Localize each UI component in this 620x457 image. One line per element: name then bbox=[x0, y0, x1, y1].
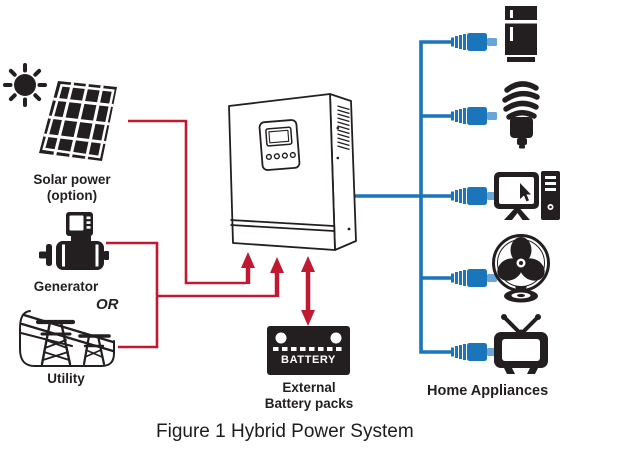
inverter-input-arrow-solar bbox=[241, 252, 255, 284]
solar-power-label-line1: Solar power bbox=[33, 172, 111, 187]
generator-icon bbox=[39, 212, 109, 270]
plug-icon bbox=[451, 107, 497, 125]
figure-caption: Figure 1 Hybrid Power System bbox=[156, 421, 414, 442]
solar-power-label: Solar power (option) bbox=[18, 172, 126, 204]
plug-icon bbox=[451, 33, 497, 51]
inverter-control-panel bbox=[258, 119, 301, 171]
tv-icon bbox=[494, 314, 548, 374]
battery-link-arrow bbox=[301, 256, 315, 326]
external-battery-label-line2: Battery packs bbox=[264, 396, 354, 411]
external-battery-label-line1: External bbox=[282, 380, 336, 395]
plug-icon bbox=[451, 269, 497, 287]
generator-utility-ac-line bbox=[106, 241, 275, 349]
solar-dc-line bbox=[128, 119, 246, 285]
solar-power-label-line2: (option) bbox=[46, 188, 98, 203]
battery-badge: BATTERY bbox=[281, 354, 336, 366]
solar-panel-icon bbox=[39, 81, 117, 161]
home-appliances-label: Home Appliances bbox=[427, 383, 549, 399]
plug-icon bbox=[451, 187, 497, 205]
inverter-illustration bbox=[228, 93, 357, 251]
sun-icon bbox=[3, 63, 47, 107]
plug-icon bbox=[451, 343, 497, 361]
fan-icon bbox=[492, 234, 550, 303]
utility-towers-icon bbox=[19, 310, 115, 367]
computer-icon bbox=[494, 171, 560, 220]
generator-label: Generator bbox=[33, 279, 99, 294]
appliance-branch-lines bbox=[419, 40, 452, 354]
external-battery-label: External Battery packs bbox=[255, 380, 363, 412]
cfl-bulb-icon bbox=[502, 81, 540, 149]
utility-label: Utility bbox=[47, 371, 85, 386]
inverter-input-arrow-ac bbox=[270, 257, 284, 297]
battery-icon bbox=[267, 326, 350, 375]
refrigerator-icon bbox=[505, 6, 537, 62]
or-label: OR bbox=[96, 296, 119, 313]
